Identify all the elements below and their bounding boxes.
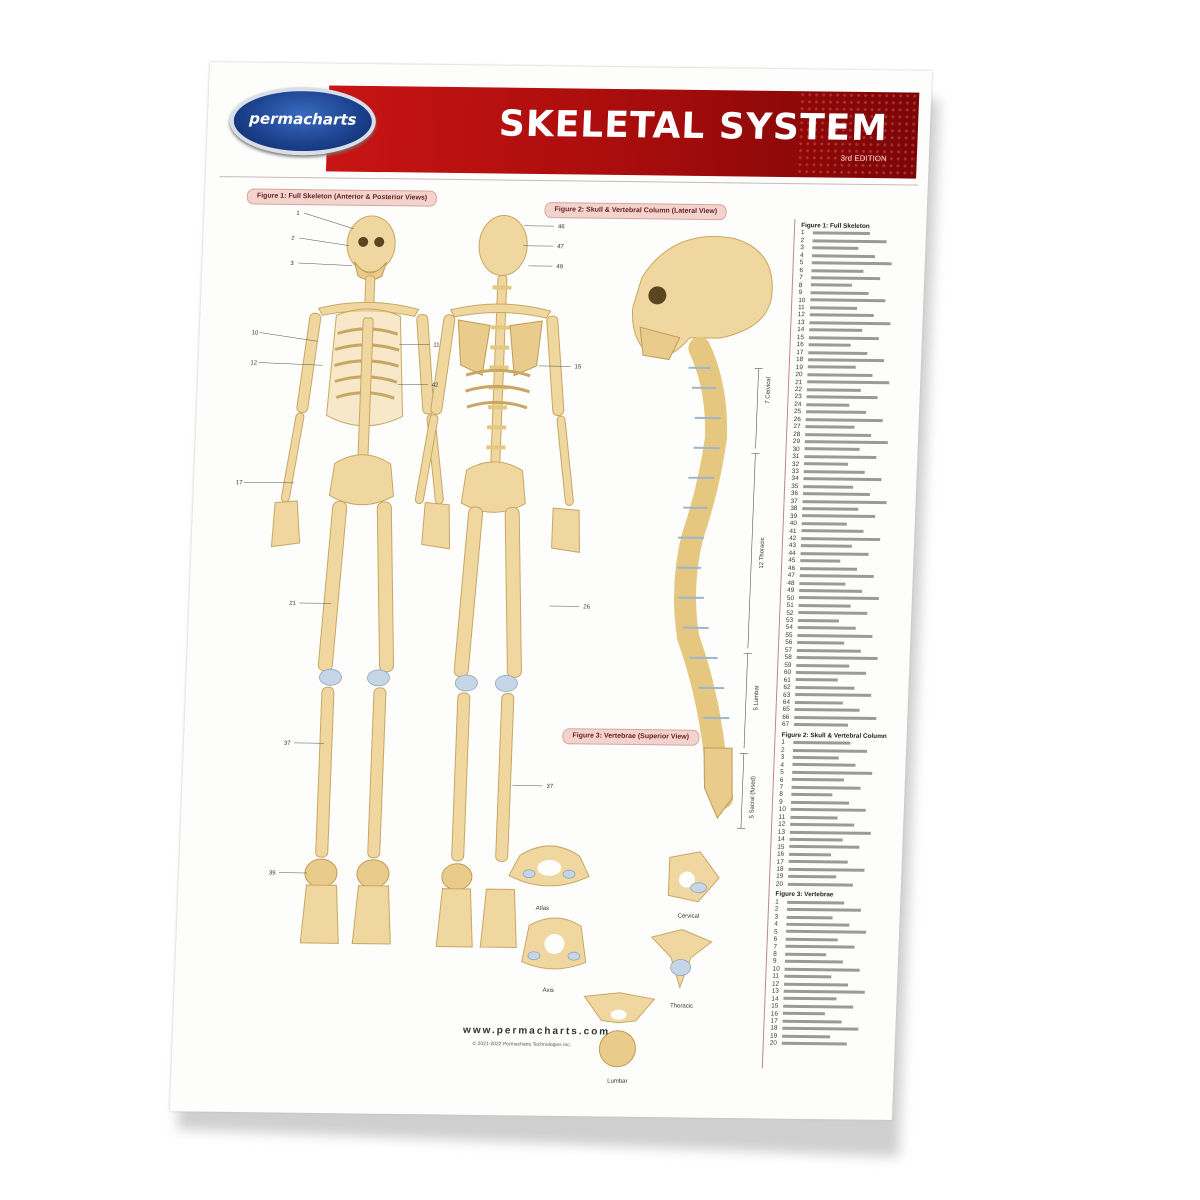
vertebrae-superior-views: Atlas Cervical Axis Thoracic	[508, 845, 720, 1085]
legend-item: 20	[770, 1040, 888, 1049]
svg-text:39: 39	[269, 871, 277, 877]
svg-text:47: 47	[557, 244, 565, 250]
title-banner: SKELETAL SYSTEM 3rd EDITION	[325, 85, 920, 179]
posterior-callouts: 46 47 49 15 26 37	[512, 224, 591, 790]
logo-text: permacharts	[248, 109, 357, 129]
cervical-vertebra: Cervical	[667, 851, 720, 920]
footer-url[interactable]: www.permacharts.com	[462, 1024, 611, 1038]
svg-text:15: 15	[574, 364, 582, 370]
svg-text:3: 3	[290, 261, 294, 267]
lumbar-region-label: 5 Lumbar	[754, 685, 761, 710]
lateral-skull-spine: 7 Cervical 12 Thoracic 5 Lumbar 5 Sacral…	[631, 235, 773, 829]
thoracic-region-label: 12 Thoracic	[759, 537, 766, 568]
svg-text:2: 2	[291, 236, 295, 242]
svg-text:42: 42	[432, 383, 440, 389]
svg-text:49: 49	[556, 264, 564, 270]
svg-text:26: 26	[583, 604, 591, 610]
svg-text:37: 37	[546, 784, 554, 790]
legend-item: 20	[776, 881, 894, 890]
footer-copyright: © 2021-2022 Permacharts Technologies Inc…	[472, 1040, 572, 1049]
legend-item: 67	[782, 721, 900, 730]
svg-text:11: 11	[433, 343, 440, 349]
anterior-callouts: 1 2 3 10 12 11 42 17 21 37 39	[236, 211, 441, 877]
sacral-region-label: 5 Sacral (fused)	[749, 776, 757, 818]
posterior-skeleton	[414, 215, 580, 949]
svg-text:1: 1	[296, 211, 300, 217]
skeleton-illustrations: 1 2 3 10 12 11 42 17 21 37 39 46 47 49 1…	[236, 211, 773, 1085]
atlas-label: Atlas	[536, 906, 550, 912]
anterior-skeleton	[270, 215, 450, 945]
thoracic-vertebra: Thoracic	[650, 929, 713, 1010]
axis-vertebra: Axis	[521, 917, 587, 994]
page-title: SKELETAL SYSTEM	[498, 103, 889, 150]
svg-text:10: 10	[251, 330, 259, 336]
svg-text:46: 46	[558, 224, 566, 230]
lumbar-label: Lumbar	[607, 1079, 628, 1085]
cervical-label: Cervical	[677, 913, 699, 919]
svg-text:12: 12	[250, 360, 258, 366]
lumbar-vertebra: Lumbar	[583, 992, 656, 1085]
atlas-vertebra: Atlas	[508, 845, 590, 912]
chart-sheet: SKELETAL SYSTEM 3rd EDITION permacharts …	[169, 62, 933, 1121]
svg-text:21: 21	[289, 601, 297, 607]
axis-label: Axis	[542, 988, 554, 994]
cervical-region-label: 7 Cervical	[765, 377, 772, 404]
svg-text:17: 17	[236, 480, 244, 486]
svg-text:37: 37	[284, 741, 292, 747]
thoracic-label: Thoracic	[670, 1003, 693, 1009]
